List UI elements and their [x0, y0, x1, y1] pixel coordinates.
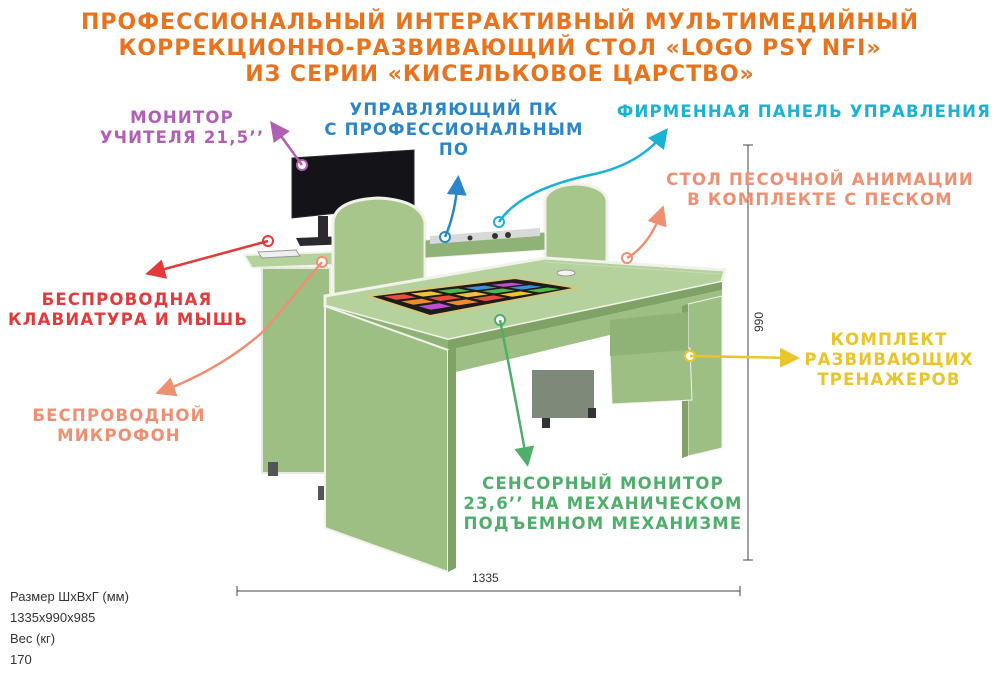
- screen-app-tile: [428, 295, 461, 302]
- back-panels: [331, 182, 609, 332]
- screen-app-tile: [508, 285, 543, 290]
- label-microphone-line1: БЕСПРОВОДНОЙ: [32, 406, 206, 425]
- screen-app-tile: [418, 303, 452, 310]
- teacher-cabinet: [242, 250, 336, 500]
- label-trainers-line1: КОМПЛЕКТ: [830, 330, 948, 349]
- screen-app-tile: [437, 288, 471, 294]
- specs-size-label: Размер ШхВхГ (мм): [10, 589, 129, 604]
- lift-mechanism: [532, 370, 596, 428]
- title-line-1: ПРОФЕССИОНАЛЬНЫЙ ИНТЕРАКТИВНЫЙ МУЛЬТИМЕД…: [81, 10, 919, 35]
- dimension-line-height: [743, 144, 753, 561]
- label-touch-monitor-line2: 23,6’’ НА МЕХАНИЧЕСКОМ: [463, 494, 743, 513]
- label-teacher-monitor-line2: УЧИТЕЛЯ 21,5’’: [99, 128, 265, 147]
- label-sand-table-line2: В КОМПЛЕКТЕ С ПЕСКОМ: [687, 190, 953, 209]
- touch-screen: [367, 276, 579, 318]
- label-teacher-monitor-line1: МОНИТОР: [130, 108, 234, 127]
- screen-app-tile: [401, 298, 434, 305]
- label-control-pc: УПРАВЛЯЮЩИЙ ПК С ПРОФЕССИОНАЛЬНЫМ ПО: [318, 100, 590, 160]
- dimension-width-label: 1335: [472, 571, 499, 585]
- label-control-pc-line2: С ПРОФЕССИОНАЛЬНЫМ: [324, 120, 584, 139]
- label-control-pc-line3: ПО: [438, 140, 470, 159]
- dimension-height-label: 990: [752, 311, 766, 332]
- desk-left-leg: [324, 304, 456, 574]
- screen-app-tile: [455, 291, 488, 298]
- trainer-drawer: [609, 312, 693, 405]
- label-touch-monitor-line3: ПОДЪЕМНОМ МЕХАНИЗМЕ: [463, 514, 743, 533]
- label-trainers-line3: ТРЕНАЖЕРОВ: [817, 370, 961, 389]
- label-control-panel: ФИРМЕННАЯ ПАНЕЛЬ УПРАВЛЕНИЯ: [616, 102, 992, 122]
- label-touch-monitor-line1: СЕНСОРНЫЙ МОНИТОР: [482, 474, 724, 493]
- label-control-pc-line1: УПРАВЛЯЮЩИЙ ПК: [349, 100, 559, 119]
- label-teacher-monitor: МОНИТОР УЧИТЕЛЯ 21,5’’: [96, 108, 268, 148]
- label-sand-table: СТОЛ ПЕСОЧНОЙ АНИМАЦИИ В КОМПЛЕКТЕ С ПЕС…: [662, 170, 978, 210]
- screen-app-tile: [383, 294, 417, 300]
- label-trainers: КОМПЛЕКТ РАЗВИВАЮЩИХ ТРЕНАЖЕРОВ: [800, 330, 978, 390]
- label-keyboard-mouse-line1: БЕСПРОВОДНАЯ: [41, 290, 213, 309]
- screen-app-tile: [482, 288, 516, 294]
- specs-weight-label: Вес (кг): [10, 631, 56, 646]
- desk-front-apron: [456, 290, 723, 458]
- label-keyboard-mouse: БЕСПРОВОДНАЯ КЛАВИАТУРА И МЫШЬ: [8, 290, 249, 330]
- screen-app-tile: [526, 287, 561, 293]
- screen-app-tile: [410, 291, 444, 297]
- label-touch-monitor: СЕНСОРНЫЙ МОНИТОР 23,6’’ НА МЕХАНИЧЕСКОМ…: [458, 474, 748, 534]
- label-microphone-line2: МИКРОФОН: [57, 426, 181, 445]
- screen-app-tile: [499, 291, 533, 297]
- specs-block: Размер ШхВхГ (мм) 1335х990х985 Вес (кг) …: [10, 586, 129, 670]
- callout-arrows: [145, 120, 800, 467]
- screen-app-tile: [464, 285, 498, 291]
- label-microphone: БЕСПРОВОДНОЙ МИКРОФОН: [24, 406, 214, 446]
- label-control-panel-line1: ФИРМЕННАЯ ПАНЕЛЬ УПРАВЛЕНИЯ: [616, 102, 992, 121]
- screen-app-tile: [491, 282, 525, 287]
- label-trainers-line2: РАЗВИВАЮЩИХ: [804, 350, 974, 369]
- title-line-3: ИЗ СЕРИИ «КИСЕЛЬКОВОЕ ЦАРСТВО»: [245, 62, 755, 87]
- label-keyboard-mouse-line2: КЛАВИАТУРА И МЫШЬ: [8, 310, 249, 329]
- dimension-line-width: [236, 586, 741, 596]
- screen-app-tile: [472, 295, 506, 302]
- title-line-2: КОРРЕКЦИОННО-РАЗВИВАЮЩИЙ СТОЛ «LOGO PSY …: [118, 36, 882, 61]
- specs-weight-value: 170: [10, 652, 32, 667]
- screen-app-tile: [445, 299, 479, 306]
- label-sand-table-line1: СТОЛ ПЕСОЧНОЙ АНИМАЦИИ: [666, 170, 974, 189]
- specs-size-value: 1335х990х985: [10, 610, 96, 625]
